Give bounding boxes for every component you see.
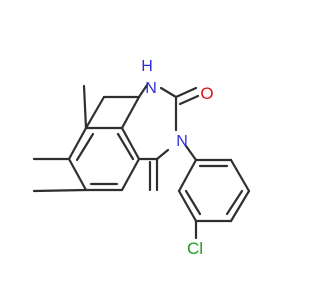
methyl-bond <box>32 188 88 193</box>
bond <box>184 144 198 162</box>
methyl-bond <box>82 84 88 130</box>
bond-layer <box>32 83 251 240</box>
bond <box>67 126 88 161</box>
bond-double-inner <box>75 132 95 162</box>
atom-label-n1: N <box>145 80 157 97</box>
atom-label-h: H <box>141 58 153 75</box>
bond <box>120 95 141 130</box>
bond <box>120 126 141 161</box>
bond <box>137 83 149 99</box>
bond <box>155 148 170 161</box>
bond <box>67 157 88 192</box>
structure-canvas: H N O N Cl <box>32 58 251 258</box>
bond-double-inner <box>116 132 135 161</box>
carbonyl-bond <box>178 94 200 106</box>
atom-label-o: O <box>200 84 213 103</box>
bond-double-inner <box>225 189 244 216</box>
bond <box>120 157 141 192</box>
bond <box>84 95 106 130</box>
molecule-diagram: H N O N Cl <box>32 58 251 258</box>
atom-label-layer: H N O N Cl <box>141 58 213 258</box>
bond <box>159 86 178 99</box>
bond <box>177 189 198 223</box>
carbonyl-bond <box>174 86 198 99</box>
atom-label-n3: N <box>176 133 188 150</box>
bond <box>177 158 198 193</box>
bond-double-inner <box>184 189 202 216</box>
atom-label-cl: Cl <box>187 239 203 258</box>
bond <box>229 158 251 193</box>
bond <box>229 189 251 223</box>
